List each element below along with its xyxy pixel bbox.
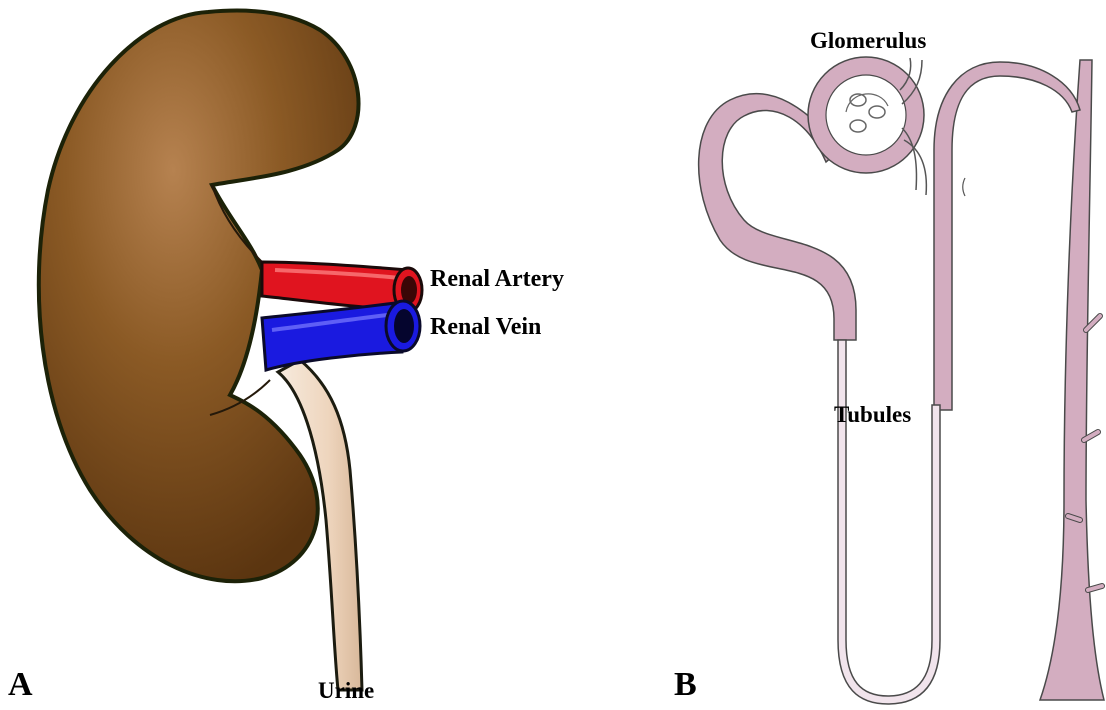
renal-artery-label: Renal Artery <box>430 266 564 293</box>
glomerulus-capsule <box>808 57 926 195</box>
tubules-label: Tubules <box>834 402 911 428</box>
glomerulus-label: Glomerulus <box>810 28 926 54</box>
collecting-duct <box>1040 60 1104 700</box>
renal-vein <box>262 301 420 370</box>
nephron-illustration <box>699 57 1104 704</box>
distal-tubule <box>934 62 1080 410</box>
panel-letter-b: B <box>674 666 697 704</box>
panel-letter-a: A <box>8 666 33 704</box>
renal-vein-label: Renal Vein <box>430 314 541 341</box>
urine-label: Urine <box>318 678 374 704</box>
loop-of-henle <box>838 340 940 704</box>
kidney-illustration <box>39 11 422 690</box>
